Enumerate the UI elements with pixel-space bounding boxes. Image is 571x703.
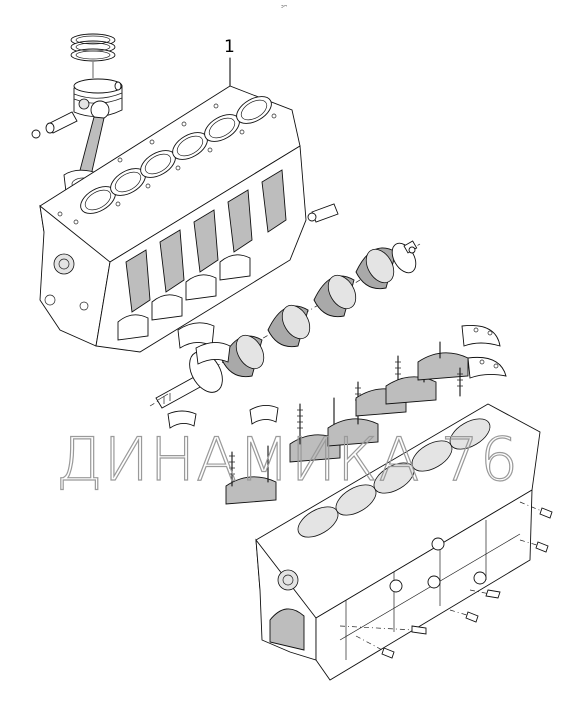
bearing-shell-icon (167, 322, 279, 429)
top-mark: ᵓᵔ (281, 3, 287, 12)
lower-block-icon (255, 403, 553, 681)
callout-1: 1 (224, 37, 235, 89)
bearing-cap-icon (225, 341, 469, 505)
watermark-text: ДИНАМИКА 76 (56, 425, 519, 495)
callout-number: 1 (224, 37, 235, 57)
piston-icon (31, 33, 123, 139)
cylinder-block-icon (39, 85, 339, 353)
thrust-washer-icon (461, 324, 507, 379)
